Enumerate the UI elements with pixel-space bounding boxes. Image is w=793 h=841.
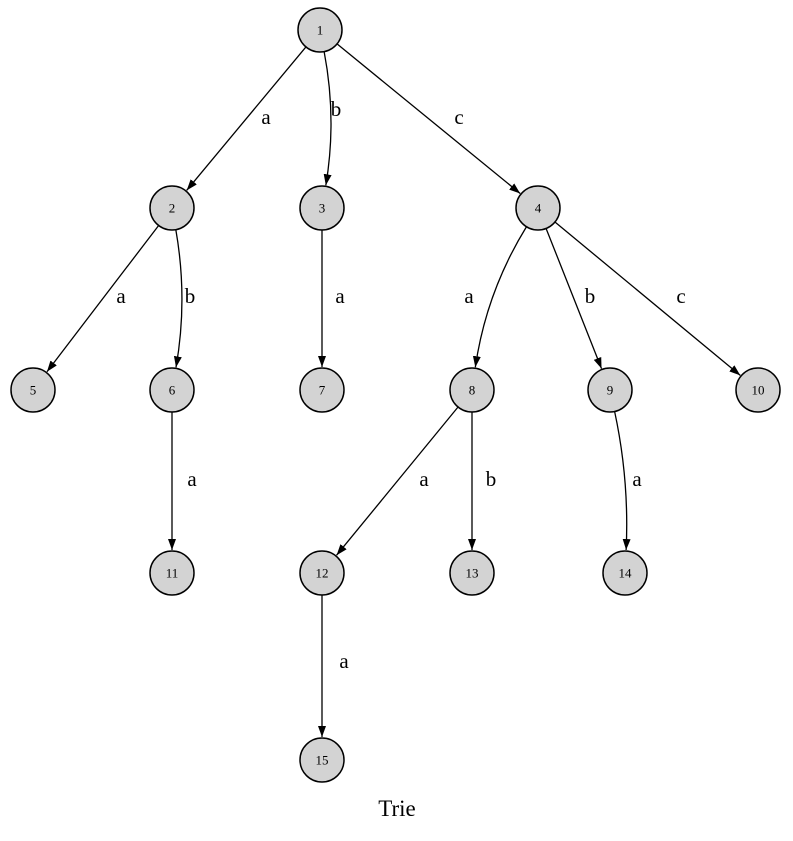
node-8: 8 (449, 367, 495, 413)
diagram-caption: Trie (378, 796, 416, 821)
edge-labels-layer: a b c a b a a b c a a b a a (116, 97, 685, 673)
node-circle-14 (602, 550, 648, 596)
node-label-13: 13 (466, 566, 479, 581)
edge-label-3-7: a (335, 284, 345, 308)
node-6: 6 (149, 367, 195, 413)
node-circle-9 (587, 367, 633, 413)
node-label-9: 9 (607, 383, 614, 398)
edge-label-1-3: b (331, 97, 342, 121)
node-2: 2 (149, 185, 195, 231)
node-1: 1 (297, 7, 343, 53)
node-circle-15 (299, 737, 345, 783)
node-label-8: 8 (469, 383, 476, 398)
node-label-15: 15 (316, 753, 329, 768)
node-label-10: 10 (752, 383, 765, 398)
edge-label-4-9: b (585, 284, 596, 308)
edge-9-14 (613, 411, 631, 551)
node-label-12: 12 (316, 566, 329, 581)
node-label-3: 3 (319, 201, 326, 216)
node-15: 15 (299, 737, 345, 783)
edge-label-6-11: a (187, 467, 197, 491)
node-label-7: 7 (319, 383, 326, 398)
edge-2-6 (173, 229, 183, 368)
edge-1-3 (323, 51, 332, 186)
node-label-6: 6 (169, 383, 176, 398)
node-label-14: 14 (619, 566, 633, 581)
node-9: 9 (587, 367, 633, 413)
edge-label-4-10: c (676, 284, 685, 308)
edge-1-4 (336, 43, 521, 194)
edge-label-9-14: a (632, 467, 642, 491)
node-label-1: 1 (317, 23, 324, 38)
node-circle-2 (149, 185, 195, 231)
node-circle-4 (515, 185, 561, 231)
node-circle-5 (10, 367, 56, 413)
edge-1-2 (186, 46, 307, 191)
node-circle-10 (735, 367, 781, 413)
node-label-11: 11 (166, 566, 179, 581)
node-label-2: 2 (169, 201, 176, 216)
node-circle-3 (299, 185, 345, 231)
edge-label-8-13: b (486, 467, 497, 491)
edge-label-1-4: c (454, 105, 463, 129)
edge-4-9 (545, 228, 603, 369)
node-12: 12 (299, 550, 345, 596)
edge-label-2-5: a (116, 284, 126, 308)
node-11: 11 (149, 550, 195, 596)
node-label-4: 4 (535, 201, 542, 216)
edge-4-8 (472, 226, 528, 368)
edge-4-10 (554, 221, 741, 376)
node-circle-1 (297, 7, 343, 53)
node-13: 13 (449, 550, 495, 596)
node-14: 14 (602, 550, 648, 596)
edge-label-12-15: a (339, 649, 349, 673)
node-5: 5 (10, 367, 56, 413)
node-circle-12 (299, 550, 345, 596)
node-circle-7 (299, 367, 345, 413)
node-label-5: 5 (30, 383, 37, 398)
node-circle-8 (449, 367, 495, 413)
node-4: 4 (515, 185, 561, 231)
node-3: 3 (299, 185, 345, 231)
edge-label-2-6: b (185, 284, 196, 308)
edge-label-8-12: a (419, 467, 429, 491)
edges-layer (46, 43, 741, 737)
node-circle-13 (449, 550, 495, 596)
edge-8-12 (336, 406, 459, 556)
node-10: 10 (735, 367, 781, 413)
edge-label-4-8: a (464, 284, 474, 308)
edge-2-5 (46, 225, 160, 373)
node-circle-6 (149, 367, 195, 413)
node-circle-11 (149, 550, 195, 596)
node-7: 7 (299, 367, 345, 413)
edge-label-1-2: a (261, 105, 271, 129)
